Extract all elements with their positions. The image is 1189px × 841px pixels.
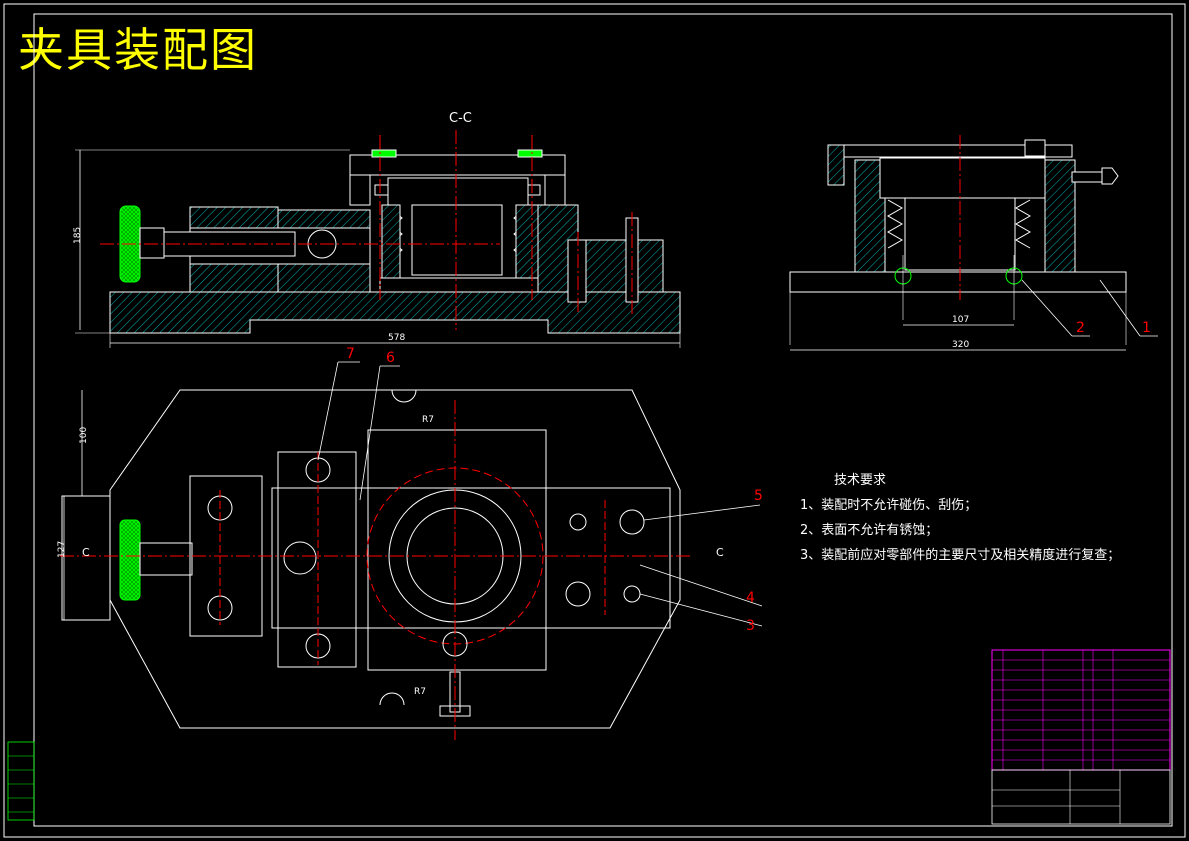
left-stamp-table <box>7 741 35 821</box>
dim-front-width: 578 <box>388 333 405 343</box>
plan-view: C C 100 127 R7 R7 7 6 5 4 3 <box>57 346 763 740</box>
radius-bottom: R7 <box>414 687 426 697</box>
technical-requirements: 技术要求 1、装配时不允许碰伤、刮伤； 2、表面不允许有锈蚀； 3、装配前应对零… <box>800 468 1120 568</box>
callout-4: 4 <box>746 590 755 606</box>
tech-heading: 技术要求 <box>834 473 887 488</box>
outer-border <box>3 3 1186 838</box>
parts-list-table <box>991 649 1171 825</box>
dim-right-overall: 320 <box>952 340 969 350</box>
tech-item-1: 1、装配时不允许碰伤、刮伤； <box>800 498 978 513</box>
dim-plan-left: 127 <box>57 541 67 558</box>
callout-5: 5 <box>754 488 763 504</box>
inner-border <box>33 13 1173 827</box>
callout-1: 1 <box>1142 320 1151 336</box>
dim-plan-top: 100 <box>79 427 89 444</box>
front-section-view: C-C <box>73 111 681 348</box>
tech-item-2: 2、表面不允许有锈蚀； <box>800 523 939 538</box>
drawing-title: 夹具装配图 <box>18 23 258 77</box>
section-mark-left: C <box>82 546 90 559</box>
callout-7: 7 <box>346 346 355 362</box>
callout-2: 2 <box>1076 320 1085 336</box>
callout-3: 3 <box>746 618 755 634</box>
tech-item-3: 3、装配前应对零部件的主要尺寸及相关精度进行复查； <box>800 548 1121 563</box>
section-mark-right: C <box>716 546 724 559</box>
dim-right-inner: 107 <box>952 315 969 325</box>
dim-front-height: 185 <box>73 227 83 244</box>
callout-6: 6 <box>386 350 395 366</box>
side-section-view: 107 320 2 1 <box>789 135 1158 351</box>
radius-top: R7 <box>422 415 434 425</box>
section-label: C-C <box>449 111 472 126</box>
